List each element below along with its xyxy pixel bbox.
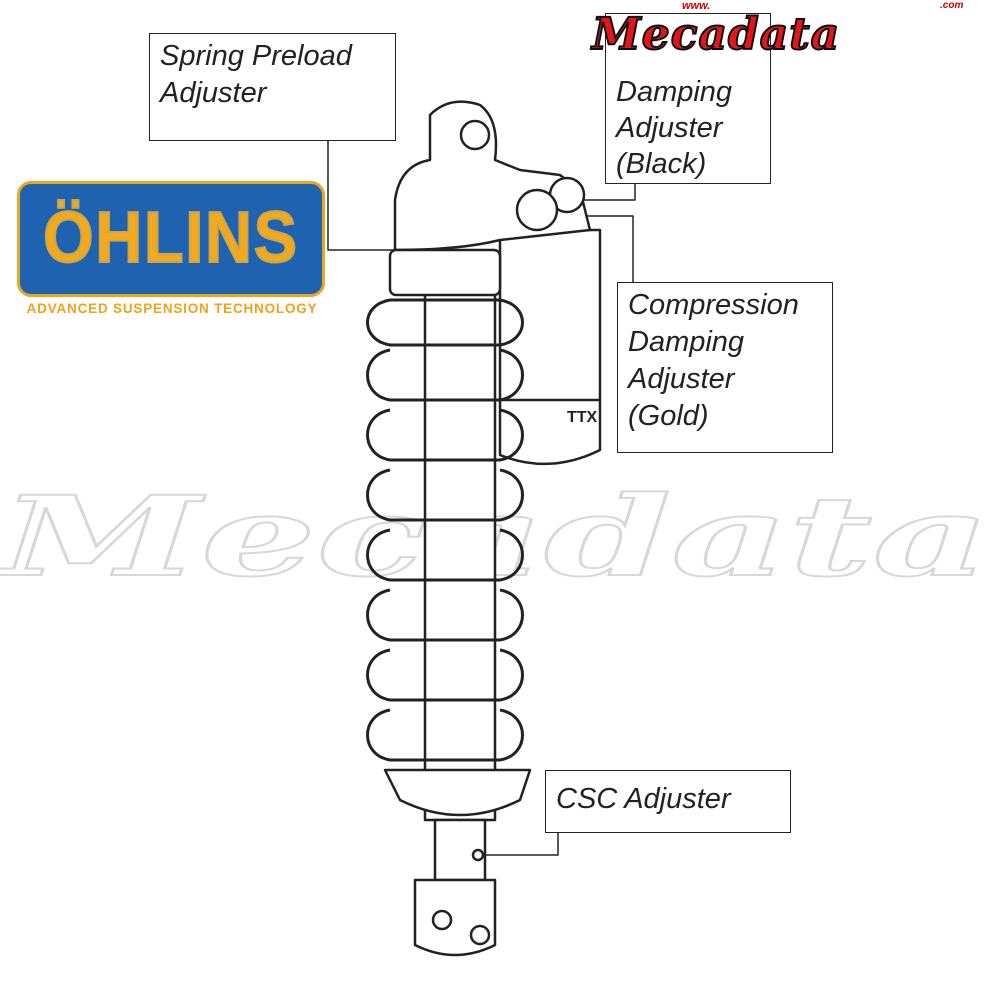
label-line: Spring Preload [160,40,352,72]
mecadata-logo: Mecadata [591,9,841,60]
label-line: Damping [628,326,745,358]
ohlins-wordmark: ÖHLINS [42,197,299,279]
clevis-hole [431,909,453,931]
lower-spring-seat [383,768,532,817]
compression-adjuster-knob [515,188,559,232]
label-line: CSC Adjuster [556,783,731,815]
csc-adjuster [471,848,485,862]
shock-head [393,100,592,252]
ohlins-logo: ÖHLINS [17,181,325,297]
top-eye [459,119,491,151]
damper-body [423,258,497,822]
clevis-hole [469,924,491,946]
label-compression-damping-adjuster: Compression Damping Adjuster (Gold) [617,282,833,453]
label-line: Adjuster [628,363,735,395]
reservoir-badge: TTX [567,409,598,426]
label-spring-preload-adjuster: Spring Preload Adjuster [149,33,396,141]
preload-collar [388,248,502,297]
label-line: Damping [616,76,733,108]
mecadata-prefix: www. [682,0,711,12]
label-csc-adjuster: CSC Adjuster [545,770,791,833]
label-line: Adjuster [616,112,723,144]
label-line: (Gold) [628,400,709,432]
label-line: (Black) [616,148,707,180]
reservoir [498,228,602,466]
leader-spring-preload [327,140,395,251]
leader-compression [585,215,634,282]
leader-rebound [580,183,636,201]
leader-csc [482,832,559,856]
label-line: Compression [628,289,799,321]
label-rebound-damping-adjuster: Damping Adjuster (Black) [605,13,771,184]
label-line: Adjuster [160,77,267,109]
mecadata-suffix: .com [940,0,964,11]
ohlins-tagline: ADVANCED SUSPENSION TECHNOLOGY [26,301,318,316]
spring [366,298,524,762]
